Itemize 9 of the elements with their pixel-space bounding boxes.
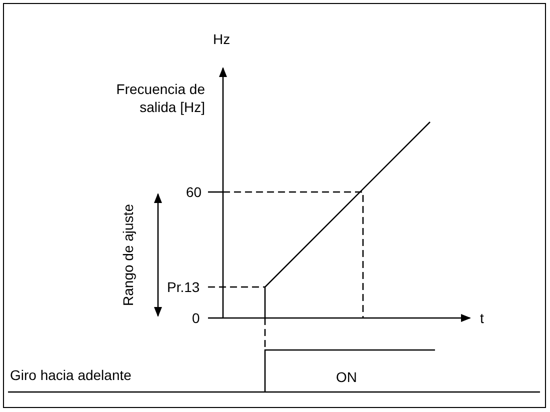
tick-label: Pr.13 xyxy=(167,278,200,296)
signal-label: Giro hacia adelante xyxy=(10,366,132,384)
axis-title: t xyxy=(480,309,484,327)
tick-label: 60 xyxy=(186,183,202,201)
state-label: ON xyxy=(336,368,357,386)
tick-label: 0 xyxy=(192,309,200,327)
axis-title: Hz xyxy=(213,30,230,48)
range-label: Rango de ajuste xyxy=(119,204,137,306)
axis-title: Frecuencia de salida [Hz] xyxy=(115,80,205,116)
